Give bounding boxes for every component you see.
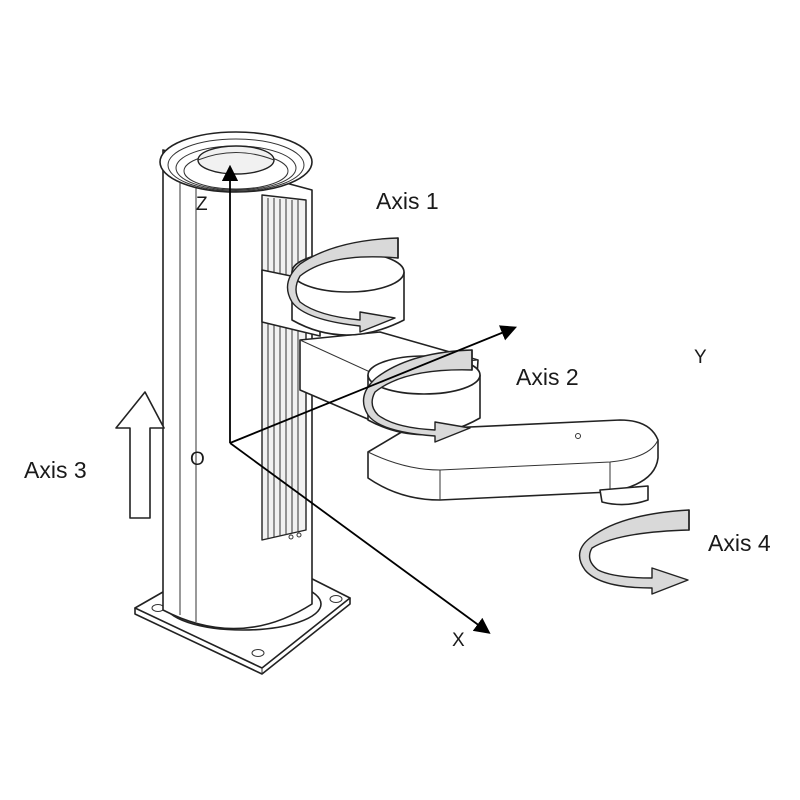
y-axis-label: Y bbox=[694, 347, 707, 368]
x-axis-label: X bbox=[452, 630, 465, 651]
end-effector bbox=[599, 485, 649, 506]
coordinate-axes bbox=[221, 164, 518, 634]
z-axis-label: Z bbox=[196, 194, 208, 215]
origin-label: O bbox=[190, 449, 205, 470]
channel-screw bbox=[296, 532, 302, 538]
axis-3-linear-arrow bbox=[115, 391, 165, 519]
x-axis-line bbox=[229, 442, 491, 634]
axis-1-label: Axis 1 bbox=[376, 188, 439, 214]
channel-ribs bbox=[267, 198, 299, 538]
axis-1-rotation-arrow bbox=[286, 237, 399, 333]
axis-2-label: Axis 2 bbox=[516, 364, 579, 390]
base-bolt-hole bbox=[251, 649, 265, 657]
robot-column bbox=[159, 131, 313, 630]
axis-2-rotation-arrow bbox=[362, 349, 473, 443]
y-axis-line bbox=[229, 325, 518, 444]
axis-4-label: Axis 4 bbox=[708, 530, 771, 556]
column-cap bbox=[197, 145, 275, 175]
forearm-screw bbox=[575, 433, 581, 439]
base-bolt-hole bbox=[329, 595, 343, 603]
axis-3-label: Axis 3 bbox=[24, 457, 87, 483]
channel-screw bbox=[288, 534, 294, 540]
axis-4-rotation-arrow bbox=[578, 509, 690, 595]
